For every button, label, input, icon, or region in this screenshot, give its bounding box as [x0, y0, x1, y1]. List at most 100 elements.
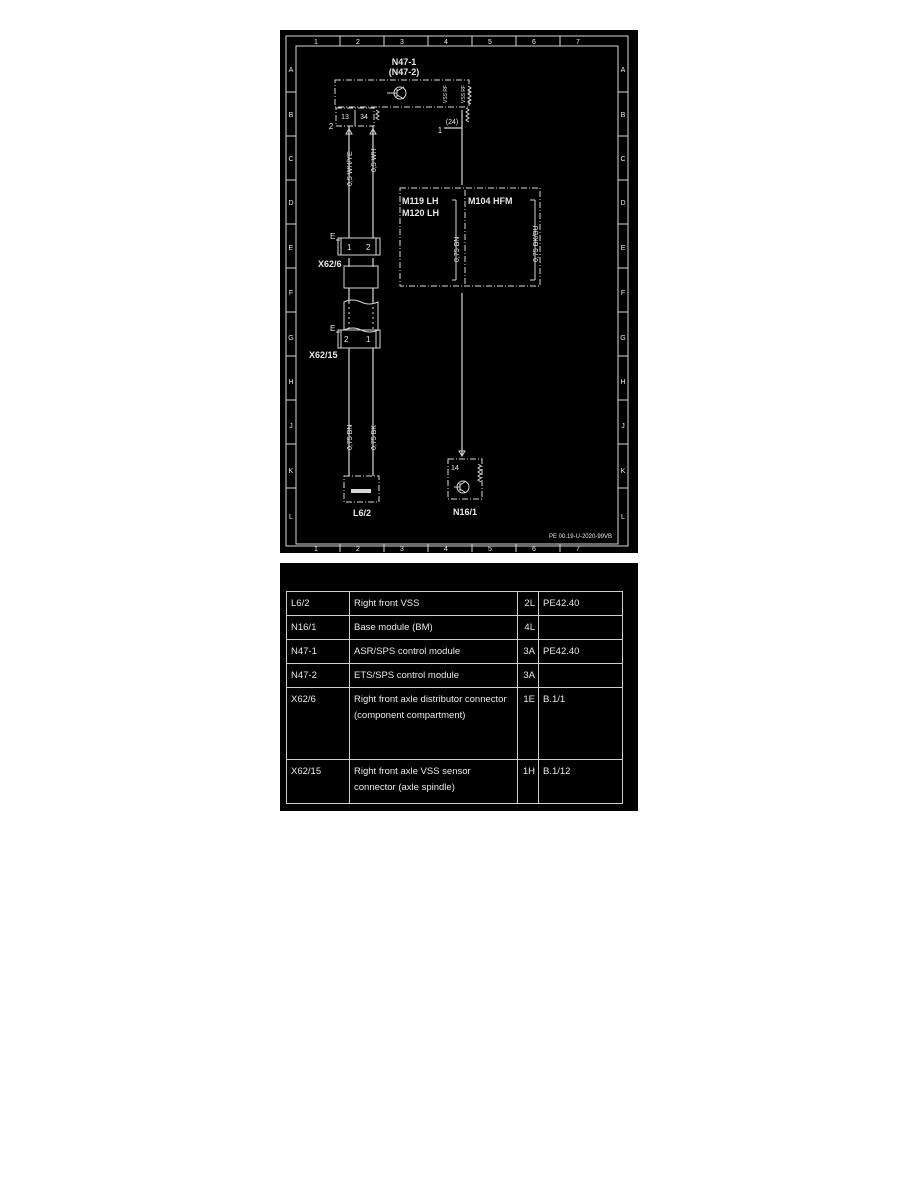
transistor-icon — [454, 480, 470, 494]
resistor-icon — [465, 107, 470, 123]
wiring-diagram-svg: 1 2 3 4 5 6 7 1 2 3 4 5 6 7 A B C D E F … — [285, 35, 629, 553]
row-label: D — [620, 200, 625, 207]
x62-6-connector — [337, 237, 381, 256]
pin-14: 14 — [451, 465, 459, 472]
n47-2-label: (N47-2) — [389, 67, 420, 77]
legend-grid: 1E — [517, 687, 539, 760]
legend-grid: 4L — [517, 615, 539, 640]
x62-15-connector — [337, 329, 381, 349]
x62-15-pin-2: 2 — [344, 335, 349, 344]
pin-2-marker: 2 — [329, 122, 334, 131]
legend-reference: B.1/12 — [538, 759, 623, 804]
table-row: X62/15 Right front axle VSS sensor conne… — [286, 759, 623, 804]
n16-1-label: N16/1 — [453, 507, 477, 517]
legend-code: N16/1 — [286, 615, 350, 640]
legend-description: Base module (BM) — [349, 615, 518, 640]
outer-frame — [285, 35, 629, 547]
pin-arrows — [345, 128, 377, 135]
resistor-icon — [467, 85, 472, 105]
row-label: L — [621, 514, 625, 521]
row-label: K — [621, 468, 626, 475]
legend-code: X62/6 — [286, 687, 350, 760]
col-label: 3 — [400, 546, 404, 553]
row-label: C — [288, 156, 293, 163]
col-label: 2 — [356, 39, 360, 46]
pin-24: (24) — [446, 119, 458, 126]
pin-arrow — [458, 450, 466, 457]
x62-6-pin-2: 2 — [366, 243, 371, 252]
column-labels-bottom: 1 2 3 4 5 6 7 — [314, 546, 580, 553]
table-row: L6/2 Right front VSS 2L PE42.40 — [286, 591, 623, 616]
col-label: 7 — [576, 546, 580, 553]
sensor-icon — [351, 489, 371, 493]
legend-reference — [538, 663, 623, 688]
legend-code: N47-2 — [286, 663, 350, 688]
col-label: 5 — [488, 39, 492, 46]
resistor-icon — [477, 463, 482, 483]
col-label: 6 — [532, 546, 536, 553]
x62-15-label: X62/15 — [309, 350, 338, 360]
col-label: 2 — [356, 546, 360, 553]
legend-reference — [538, 615, 623, 640]
row-label: E — [621, 245, 626, 252]
row-label: F — [621, 290, 625, 297]
wires — [348, 110, 463, 476]
wire-label: 0,75 BN — [347, 425, 354, 450]
legend-grid: 1H — [517, 759, 539, 804]
row-label: J — [621, 423, 625, 430]
row-label: E — [289, 245, 294, 252]
row-label: J — [289, 423, 293, 430]
engine-variant-box — [399, 187, 541, 287]
wiring-diagram: 1 2 3 4 5 6 7 1 2 3 4 5 6 7 A B C D E F … — [280, 30, 638, 553]
signal-label: VSS RF — [461, 85, 467, 103]
table-row: N47-2 ETS/SPS control module 3A — [286, 663, 623, 688]
component-legend: L6/2 Right front VSS 2L PE42.40 N16/1 Ba… — [280, 563, 638, 811]
m104-hfm-label: M104 HFM — [468, 196, 513, 206]
row-label: G — [288, 335, 293, 342]
legend-description: Right front axle VSS sensor connector (a… — [349, 759, 518, 804]
col-label: 6 — [532, 39, 536, 46]
row-labels-right: A B C D E F G H J K L — [620, 67, 625, 521]
row-label: A — [289, 67, 294, 74]
row-label: F — [289, 290, 293, 297]
legend-reference: PE42.40 — [538, 639, 623, 664]
row-label: L — [289, 514, 293, 521]
row-label: K — [289, 468, 294, 475]
m119-lh-label: M119 LH — [402, 196, 439, 206]
wire-label: 0,5 WH/YE — [347, 151, 354, 186]
connector-e-marker: E — [330, 232, 335, 241]
col-label: 1 — [314, 39, 318, 46]
harness-section — [343, 265, 379, 289]
transistor-icon — [387, 86, 407, 100]
row-label: B — [289, 112, 294, 119]
signal-label: VSS RF — [443, 85, 449, 103]
engine-wires — [452, 199, 536, 281]
legend-grid: 2L — [517, 591, 539, 616]
row-label: H — [288, 379, 293, 386]
x62-15-pin-1: 1 — [366, 335, 371, 344]
legend-description: Right front VSS — [349, 591, 518, 616]
l6-2-sensor-box — [343, 475, 380, 503]
pin-34: 34 — [360, 114, 368, 121]
doc-reference: PE 00.19-U-2020-99VB — [549, 534, 612, 540]
row-label: C — [620, 156, 625, 163]
col-label: 7 — [576, 39, 580, 46]
legend-description: ASR/SPS control module — [349, 639, 518, 664]
table-row: N16/1 Base module (BM) 4L — [286, 615, 623, 640]
resistor-icon — [375, 109, 380, 121]
legend-table: L6/2 Right front VSS 2L PE42.40 N16/1 Ba… — [286, 591, 623, 804]
legend-reference: B.1/1 — [538, 687, 623, 760]
pin-1-marker: 1 — [438, 126, 443, 135]
row-label: G — [620, 335, 625, 342]
col-label: 5 — [488, 546, 492, 553]
legend-grid: 3A — [517, 639, 539, 664]
row-labels-left: A B C D E F G H J K L — [288, 67, 293, 521]
wire-label: 0,75 BK — [371, 425, 378, 450]
col-label: 4 — [444, 546, 448, 553]
row-label: D — [288, 200, 293, 207]
n47-1-label: N47-1 — [392, 57, 417, 67]
col-label: 3 — [400, 39, 404, 46]
n16-1-module-box — [447, 458, 483, 500]
inner-frame — [295, 45, 619, 545]
connector-e-marker: E — [330, 324, 335, 333]
